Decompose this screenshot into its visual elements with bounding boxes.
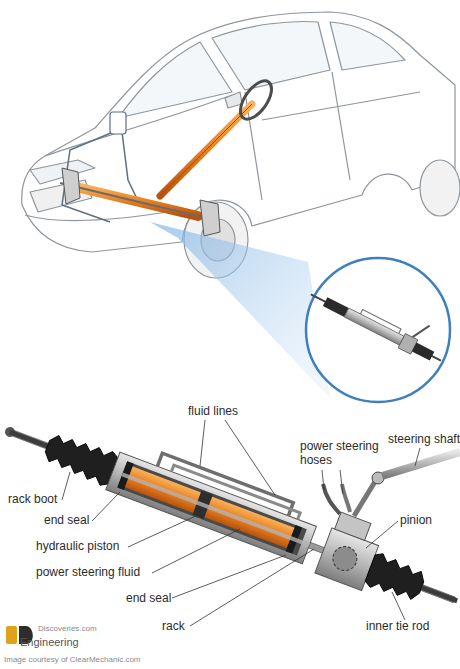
leader-line (190, 549, 314, 626)
inset-housing (344, 308, 404, 345)
tie-rod (422, 588, 458, 601)
part-label: end seal (44, 514, 89, 528)
part-label: power steering hoses (300, 440, 400, 468)
mirror (225, 92, 242, 108)
rear-wheel (420, 160, 460, 216)
fluid-reservoir (110, 112, 126, 134)
leader-line (172, 555, 286, 598)
part-label: rack boot (8, 493, 57, 507)
fluid-line (171, 465, 300, 519)
part-label: end seal (126, 592, 171, 606)
inset-rack (307, 271, 453, 368)
rack-boot-bellows (364, 551, 428, 604)
part-label: hydraulic piston (36, 540, 119, 554)
inset-circle (306, 258, 450, 402)
leader-line (225, 420, 275, 495)
tie-rod (10, 432, 47, 446)
rack-bar-inner (122, 473, 311, 547)
inset-shaft (413, 321, 430, 342)
valve-body (335, 512, 371, 540)
leader-line (92, 492, 120, 521)
part-label: rack (162, 620, 185, 634)
leader-line (340, 470, 343, 494)
part-label: inner tie rod (366, 620, 429, 634)
rack-rod (60, 183, 210, 219)
steering-shaft (354, 480, 376, 516)
windshield (118, 42, 232, 118)
part-label: fluid lines (188, 405, 238, 419)
logo-mark (6, 626, 17, 644)
inset-rod (311, 294, 441, 360)
part-label: steering shaft (388, 433, 460, 447)
leader-line (200, 420, 205, 466)
steering-column (160, 104, 252, 196)
hood-line (45, 95, 232, 156)
steering-shaft (382, 452, 460, 476)
rack-and-pinion-cutaway (0, 391, 460, 623)
part-label: pinion (400, 514, 432, 528)
steering-wheel (234, 76, 277, 125)
car-outline (22, 12, 460, 278)
leader-line (322, 470, 324, 490)
credit-text: Image courtesy of ClearMechanic.com (4, 655, 141, 664)
rack-housing (106, 452, 317, 564)
leader-line (62, 472, 70, 500)
watermark-text: Engineering (20, 636, 79, 649)
steering-knuckle (62, 168, 80, 204)
inset-boot (323, 297, 349, 317)
pinion-gear (329, 543, 360, 574)
inset-boot (412, 343, 434, 361)
leader-line (392, 592, 405, 620)
steering-knuckle (200, 200, 220, 236)
leader-line (415, 448, 420, 466)
power-steering-hose (323, 484, 340, 514)
leader-line (128, 515, 198, 547)
rear-window (330, 22, 405, 70)
side-window (212, 22, 330, 90)
steering-column-edge (160, 104, 252, 196)
watermark-text: Discoveries.com (38, 624, 97, 633)
power-steering-hose (342, 484, 350, 512)
part-label: power steering fluid (36, 566, 140, 580)
leader-line (366, 521, 398, 548)
steering-system (60, 76, 278, 236)
leader-lines (62, 420, 420, 626)
leader-line (152, 529, 240, 573)
zoom-cone (150, 222, 330, 398)
inset-lines (360, 310, 401, 334)
rack-boot-bellows (41, 429, 119, 487)
hydraulic-line (62, 130, 140, 222)
